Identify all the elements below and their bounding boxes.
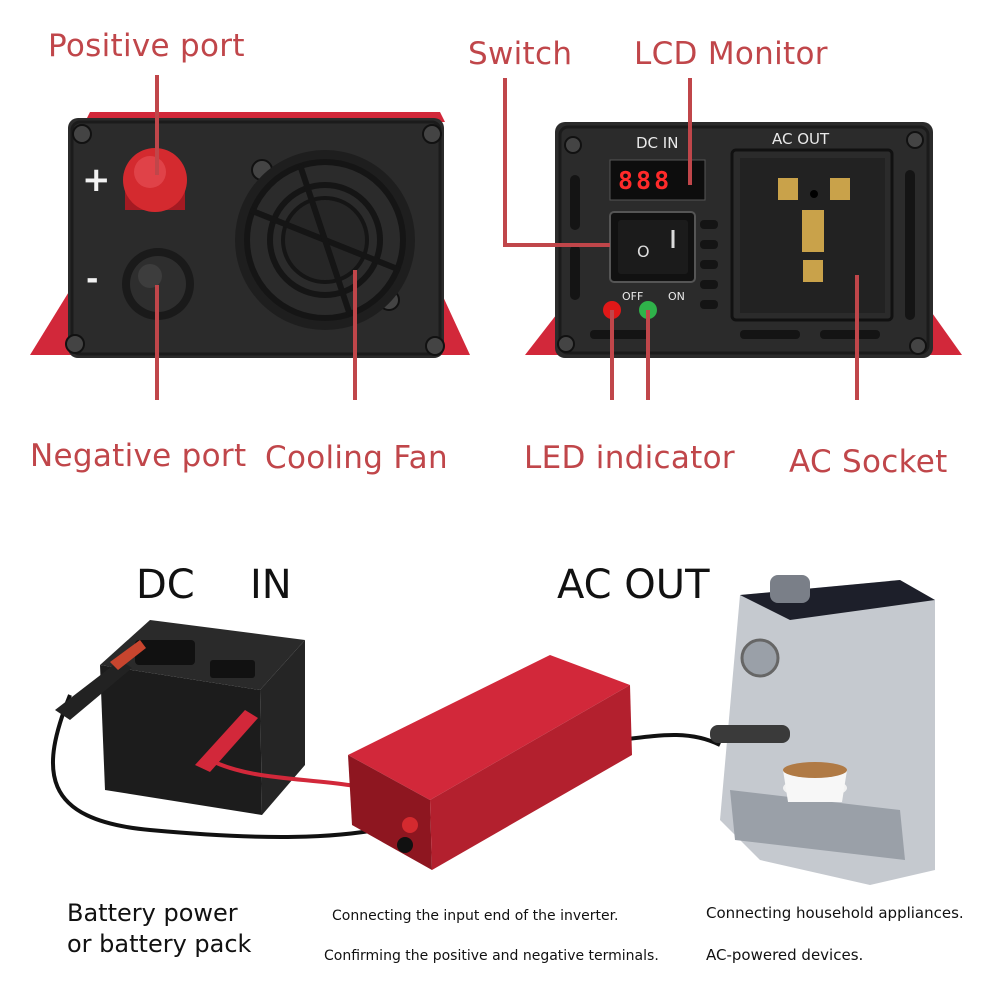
right-caption-line2: AC-powered devices.	[706, 946, 864, 964]
positive-terminal-graphic	[123, 148, 187, 212]
led-indicator-label: LED indicator	[524, 440, 735, 476]
battery-caption: Battery power or battery pack	[67, 898, 251, 960]
cooling-fan-graphic	[235, 150, 415, 330]
off-label: OFF	[622, 290, 644, 303]
switch-label: Switch	[468, 36, 573, 72]
cooling-fan-label: Cooling Fan	[265, 440, 448, 476]
on-label: ON	[668, 290, 685, 303]
battery-caption-line2: or battery pack	[67, 930, 252, 958]
negative-terminal-graphic	[122, 248, 194, 320]
connection-illustration	[51, 575, 935, 885]
in-heading: IN	[250, 562, 292, 608]
ac-socket-graphic	[730, 148, 894, 322]
plus-sign: +	[82, 160, 111, 200]
coffee-machine-graphic	[710, 575, 935, 885]
lcd-display: 888	[618, 166, 673, 195]
minus-sign: -	[86, 262, 99, 297]
negative-port-label: Negative port	[30, 438, 247, 474]
lcd-monitor-label: LCD Monitor	[634, 36, 828, 72]
ac-out-panel-label: AC OUT	[772, 130, 830, 148]
battery-caption-line1: Battery power	[67, 899, 238, 927]
inverter-graphic	[348, 655, 632, 870]
middle-caption-line2: Confirming the positive and negative ter…	[324, 948, 659, 964]
positive-port-label: Positive port	[48, 28, 245, 64]
ac-out-heading: AC OUT	[557, 562, 710, 608]
rocker-switch-graphic	[609, 211, 696, 283]
dc-in-panel-label: DC IN	[636, 134, 679, 152]
right-caption-line1: Connecting household appliances.	[706, 904, 964, 922]
battery-graphic	[100, 620, 305, 815]
middle-caption-line1: Connecting the input end of the inverter…	[332, 908, 619, 924]
ac-socket-label: AC Socket	[789, 444, 948, 480]
dc-panel-illustration	[30, 75, 470, 400]
dc-heading: DC	[136, 562, 195, 608]
switch-off-symbol: O	[637, 242, 650, 261]
ac-panel-illustration	[503, 78, 962, 400]
